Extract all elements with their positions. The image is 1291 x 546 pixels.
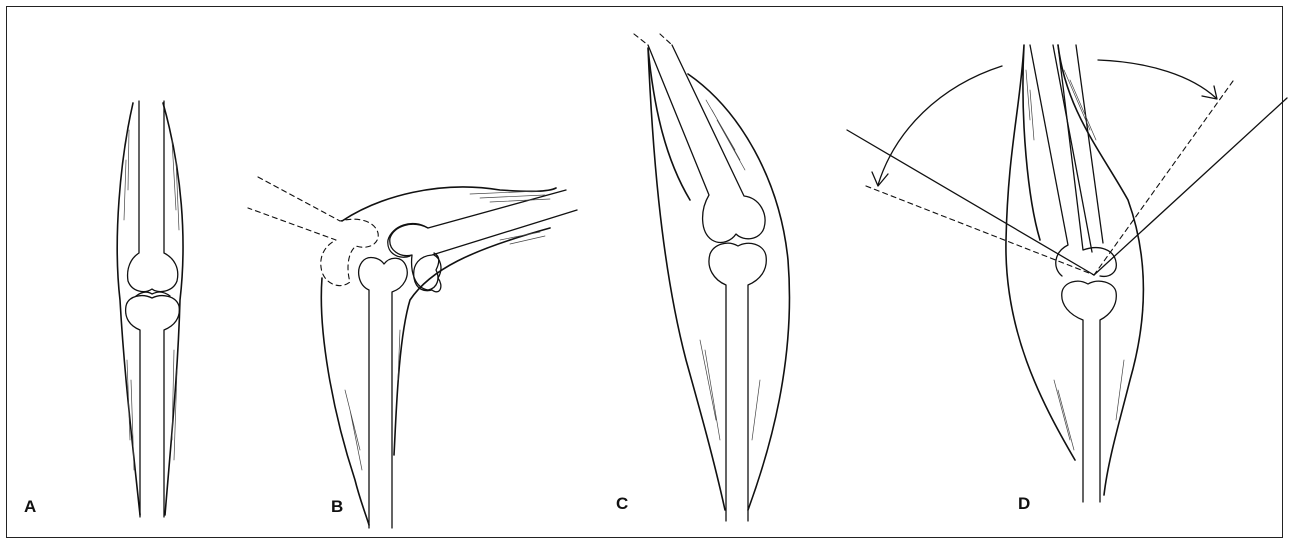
panel-a-straight-limb xyxy=(117,101,183,517)
panel-d-arc-arrow-left xyxy=(878,66,1002,185)
panel-label-a: A xyxy=(24,497,36,517)
panel-label-b: B xyxy=(331,497,343,517)
panel-b-striations xyxy=(345,191,550,470)
panel-b-muscle-outline xyxy=(321,187,556,525)
panel-c-upper-bone-dash xyxy=(634,34,672,45)
panel-d-solid-line-left xyxy=(847,130,1094,275)
panel-d-solid-line-right xyxy=(1094,98,1287,275)
panel-b-flexed-limb xyxy=(248,177,577,528)
panel-c-natural-limb xyxy=(634,34,789,521)
panel-d-range-of-motion xyxy=(847,45,1287,502)
panel-b-lower-bone xyxy=(359,258,408,528)
panel-label-d: D xyxy=(1018,494,1030,514)
panel-c-muscle-outline xyxy=(648,48,789,510)
panel-a-lower-bone xyxy=(126,296,180,517)
panel-d-arc-arrow-right xyxy=(1098,60,1216,98)
panel-a-striations xyxy=(124,130,179,470)
panel-d-striations xyxy=(1026,70,1124,450)
panel-d-upper-bone-left xyxy=(1030,45,1092,276)
panel-d-muscle-outline xyxy=(1006,45,1143,495)
panel-c-striations xyxy=(700,100,760,440)
panel-label-c: C xyxy=(616,494,628,514)
panel-a-muscle-outline-right xyxy=(163,103,183,515)
panel-b-upper-bone xyxy=(388,190,577,292)
